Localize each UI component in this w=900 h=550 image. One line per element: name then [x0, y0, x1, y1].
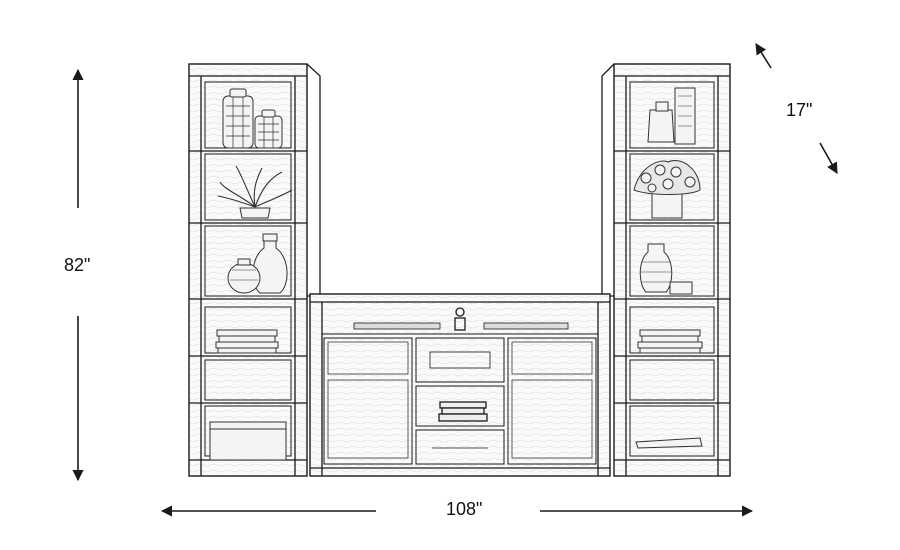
- left-tower-decor: [209, 88, 293, 461]
- center-tv-console: [309, 293, 611, 477]
- right-tower-decor: [633, 87, 703, 449]
- depth-label: 17": [786, 100, 813, 120]
- width-label: 108": [446, 499, 483, 519]
- height-label: 82": [64, 255, 91, 275]
- depth-dimension-arrow: [755, 43, 838, 174]
